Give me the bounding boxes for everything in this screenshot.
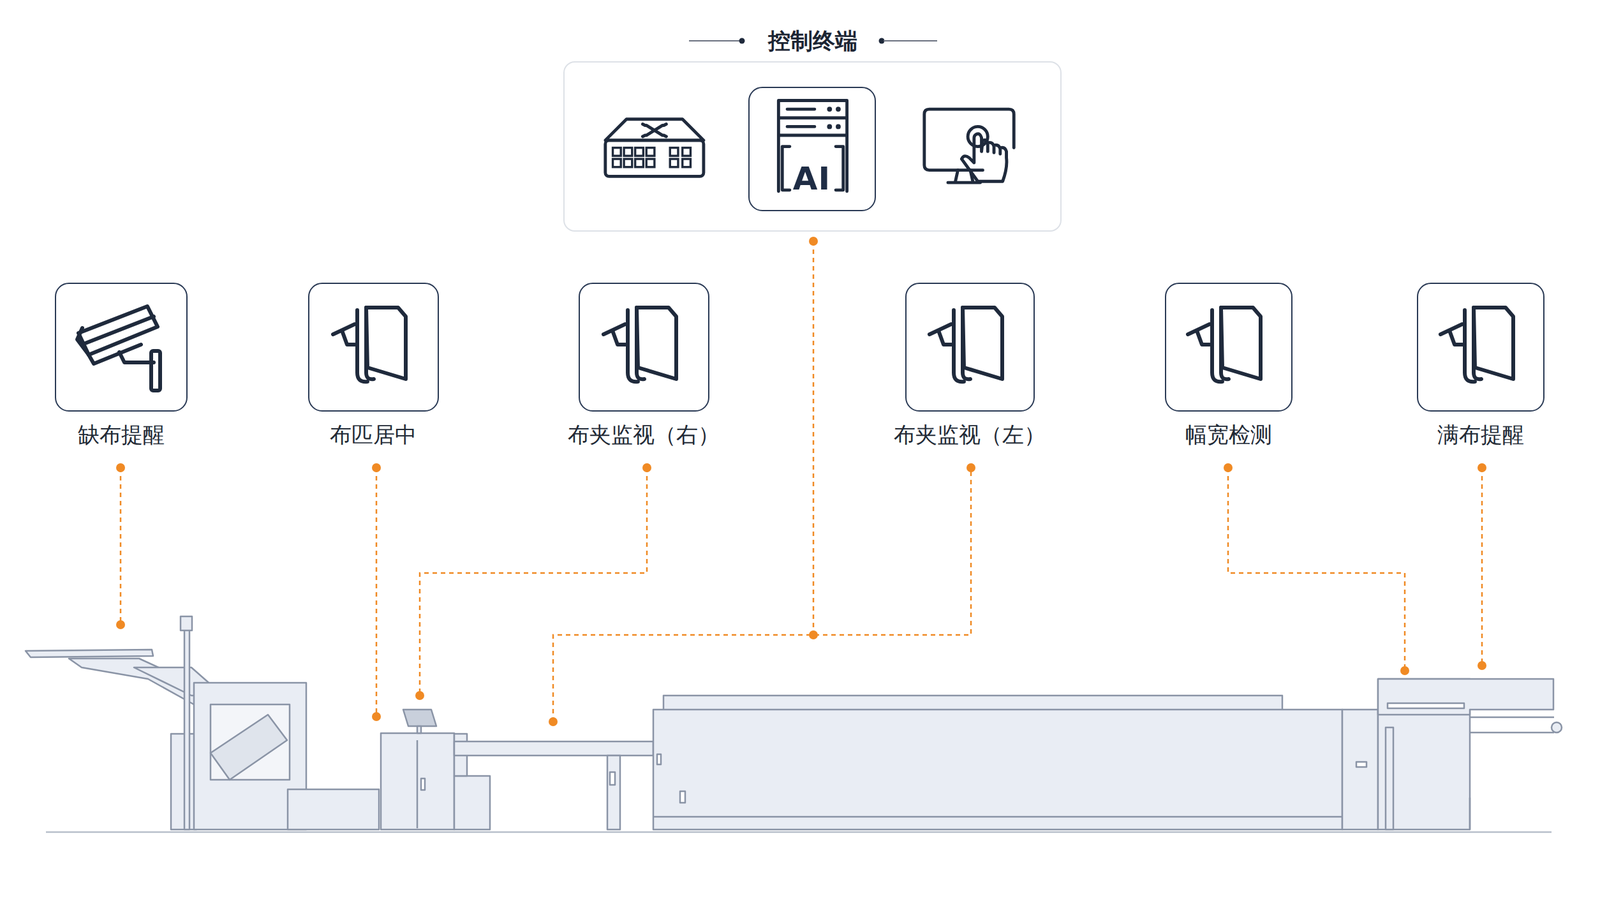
ai-server-box: AI: [748, 86, 876, 212]
sensor-box: 布夹监视（左）: [905, 282, 1035, 412]
sensor-caption: 布夹监视（右）: [567, 420, 720, 450]
sensor-caption: 满布提醒: [1437, 420, 1525, 450]
sensor-caption: 布匹居中: [329, 420, 417, 450]
sensor-box: 布夹监视（右）: [578, 282, 710, 412]
sensor-box: 布匹居中: [308, 282, 439, 412]
icons: [77, 100, 1514, 391]
sensor-caption: 布夹监视（左）: [893, 420, 1046, 450]
ai-label: AI: [792, 160, 831, 198]
sensor-caption: 幅宽检测: [1185, 420, 1273, 450]
sensor-box: 幅宽检测: [1164, 282, 1293, 412]
terminal-panel: AI控制终端: [563, 61, 1062, 232]
sensor-box: 缺布提醒: [54, 282, 188, 412]
panel-title: 控制终端: [768, 26, 858, 57]
leader-dots: [116, 236, 1487, 726]
sensor-caption: 缺布提醒: [77, 420, 165, 450]
printing-machine: [25, 616, 1562, 832]
leader-lines: [120, 241, 1482, 722]
sensor-box: 满布提醒: [1416, 282, 1545, 412]
